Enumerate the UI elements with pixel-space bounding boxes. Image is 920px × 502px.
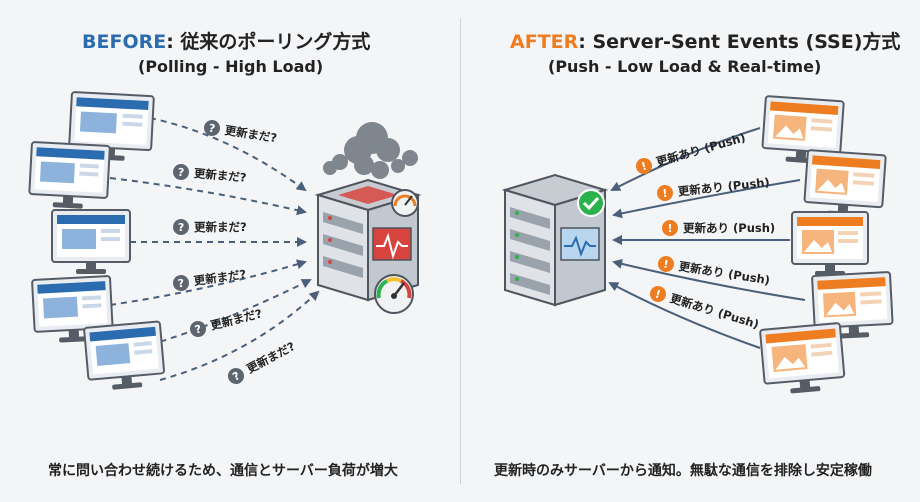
push-arrow xyxy=(612,179,801,219)
polling-label: ? 更新まだ? xyxy=(173,164,247,185)
exclamation-icon xyxy=(658,256,674,272)
svg-text:!: ! xyxy=(662,258,669,272)
push-arrow xyxy=(610,127,761,191)
svg-text:?: ? xyxy=(178,221,184,234)
monitor-icon xyxy=(51,209,131,274)
before-footer: 常に問い合わせ続けるため、通信とサーバー負荷が増大 xyxy=(48,463,398,479)
question-mark-icon xyxy=(204,120,220,136)
before-title-text: : 従来のポーリング方式 xyxy=(166,31,371,53)
polling-arrow xyxy=(149,279,312,346)
monitor-icon xyxy=(761,95,845,164)
push-label: ! 更新あり (Push) xyxy=(636,130,747,174)
question-mark-icon xyxy=(190,321,206,337)
exclamation-icon xyxy=(657,185,673,201)
after-title-text: : Server-Sent Events (SSE)方式 xyxy=(578,31,901,53)
question-mark-icon xyxy=(173,219,189,235)
after-clients xyxy=(759,95,894,394)
svg-text:?: ? xyxy=(230,369,242,383)
center-divider xyxy=(460,18,461,484)
polling-label: ? 更新まだ? xyxy=(228,339,297,384)
monitor-icon xyxy=(759,322,846,394)
smoke-icon xyxy=(323,122,418,179)
push-label: ! 更新あり (Push) xyxy=(657,175,770,201)
svg-text:!: ! xyxy=(667,222,672,235)
polling-arrow xyxy=(109,259,307,306)
check-icon xyxy=(577,189,605,217)
svg-text:!: ! xyxy=(654,288,663,302)
status-screen xyxy=(560,227,600,261)
polling-arrow xyxy=(159,290,320,381)
before-clients xyxy=(28,91,165,390)
question-mark-icon xyxy=(173,275,189,291)
overloaded-server-icon xyxy=(314,122,422,314)
question-mark-icon xyxy=(173,164,189,180)
push-label-text: 更新あり (Push) xyxy=(683,221,775,235)
monitor-icon xyxy=(803,149,887,218)
polling-labels: ? 更新まだ? ? 更新まだ? ? 更新まだ? ? 更新まだ? ? 更新 xyxy=(173,120,297,384)
polling-label-text: 更新まだ? xyxy=(193,166,247,185)
after-footer: 更新時のみサーバーから通知。無駄な通信を排除し安定稼働 xyxy=(494,463,872,479)
push-arrow xyxy=(608,282,761,349)
svg-text:!: ! xyxy=(662,187,668,200)
svg-text:?: ? xyxy=(177,277,185,291)
polling-label: ? 更新まだ? xyxy=(173,219,247,235)
svg-text:?: ? xyxy=(208,122,216,136)
push-label-text: 更新あり (Push) xyxy=(668,291,760,331)
push-arrows xyxy=(608,127,806,349)
svg-text:?: ? xyxy=(177,166,184,180)
polling-label: ? 更新まだ? xyxy=(204,120,278,145)
after-title-keyword: AFTER xyxy=(510,31,579,53)
monitor-icon xyxy=(811,271,894,339)
exclamation-icon xyxy=(636,158,652,174)
polling-label: ? 更新まだ? xyxy=(190,306,263,337)
exclamation-icon xyxy=(650,286,666,302)
polling-label-text: 更新まだ? xyxy=(194,220,247,234)
before-subtitle: (Polling - High Load) xyxy=(138,57,324,76)
polling-label-text: 更新まだ? xyxy=(244,339,297,376)
push-label-text: 更新あり (Push) xyxy=(678,259,771,287)
exclamation-icon xyxy=(662,220,678,236)
healthy-server-icon xyxy=(501,173,609,307)
push-label: ! 更新あり (Push) xyxy=(662,220,775,236)
svg-text:!: ! xyxy=(640,160,648,174)
svg-text:?: ? xyxy=(193,322,202,336)
before-title-keyword: BEFORE xyxy=(82,31,167,53)
after-title: AFTER: Server-Sent Events (SSE)方式 xyxy=(510,27,900,54)
polling-label-text: 更新まだ? xyxy=(224,123,278,145)
before-title: BEFORE: 従来のポーリング方式 xyxy=(82,27,370,54)
monitor-icon xyxy=(28,141,111,209)
polling-arrows xyxy=(109,117,320,381)
push-arrow xyxy=(612,259,806,301)
push-labels: ! 更新あり (Push) ! 更新あり (Push) ! 更新あり (Push… xyxy=(636,130,775,331)
pressure-gauge-icon xyxy=(391,189,419,217)
after-subtitle: (Push - Low Load & Real-time) xyxy=(548,57,822,76)
load-meter-icon xyxy=(374,274,414,314)
monitor-icon xyxy=(31,275,114,343)
push-label-text: 更新あり (Push) xyxy=(655,130,747,169)
polling-label-text: 更新まだ? xyxy=(209,306,263,332)
question-mark-icon xyxy=(228,368,244,384)
polling-arrow xyxy=(109,177,307,216)
monitor-icon xyxy=(83,320,165,390)
push-label-text: 更新あり (Push) xyxy=(677,175,770,199)
monitor-icon xyxy=(791,211,869,276)
push-label: ! 更新あり (Push) xyxy=(650,286,761,331)
polling-label: ? 更新まだ? xyxy=(173,267,247,291)
